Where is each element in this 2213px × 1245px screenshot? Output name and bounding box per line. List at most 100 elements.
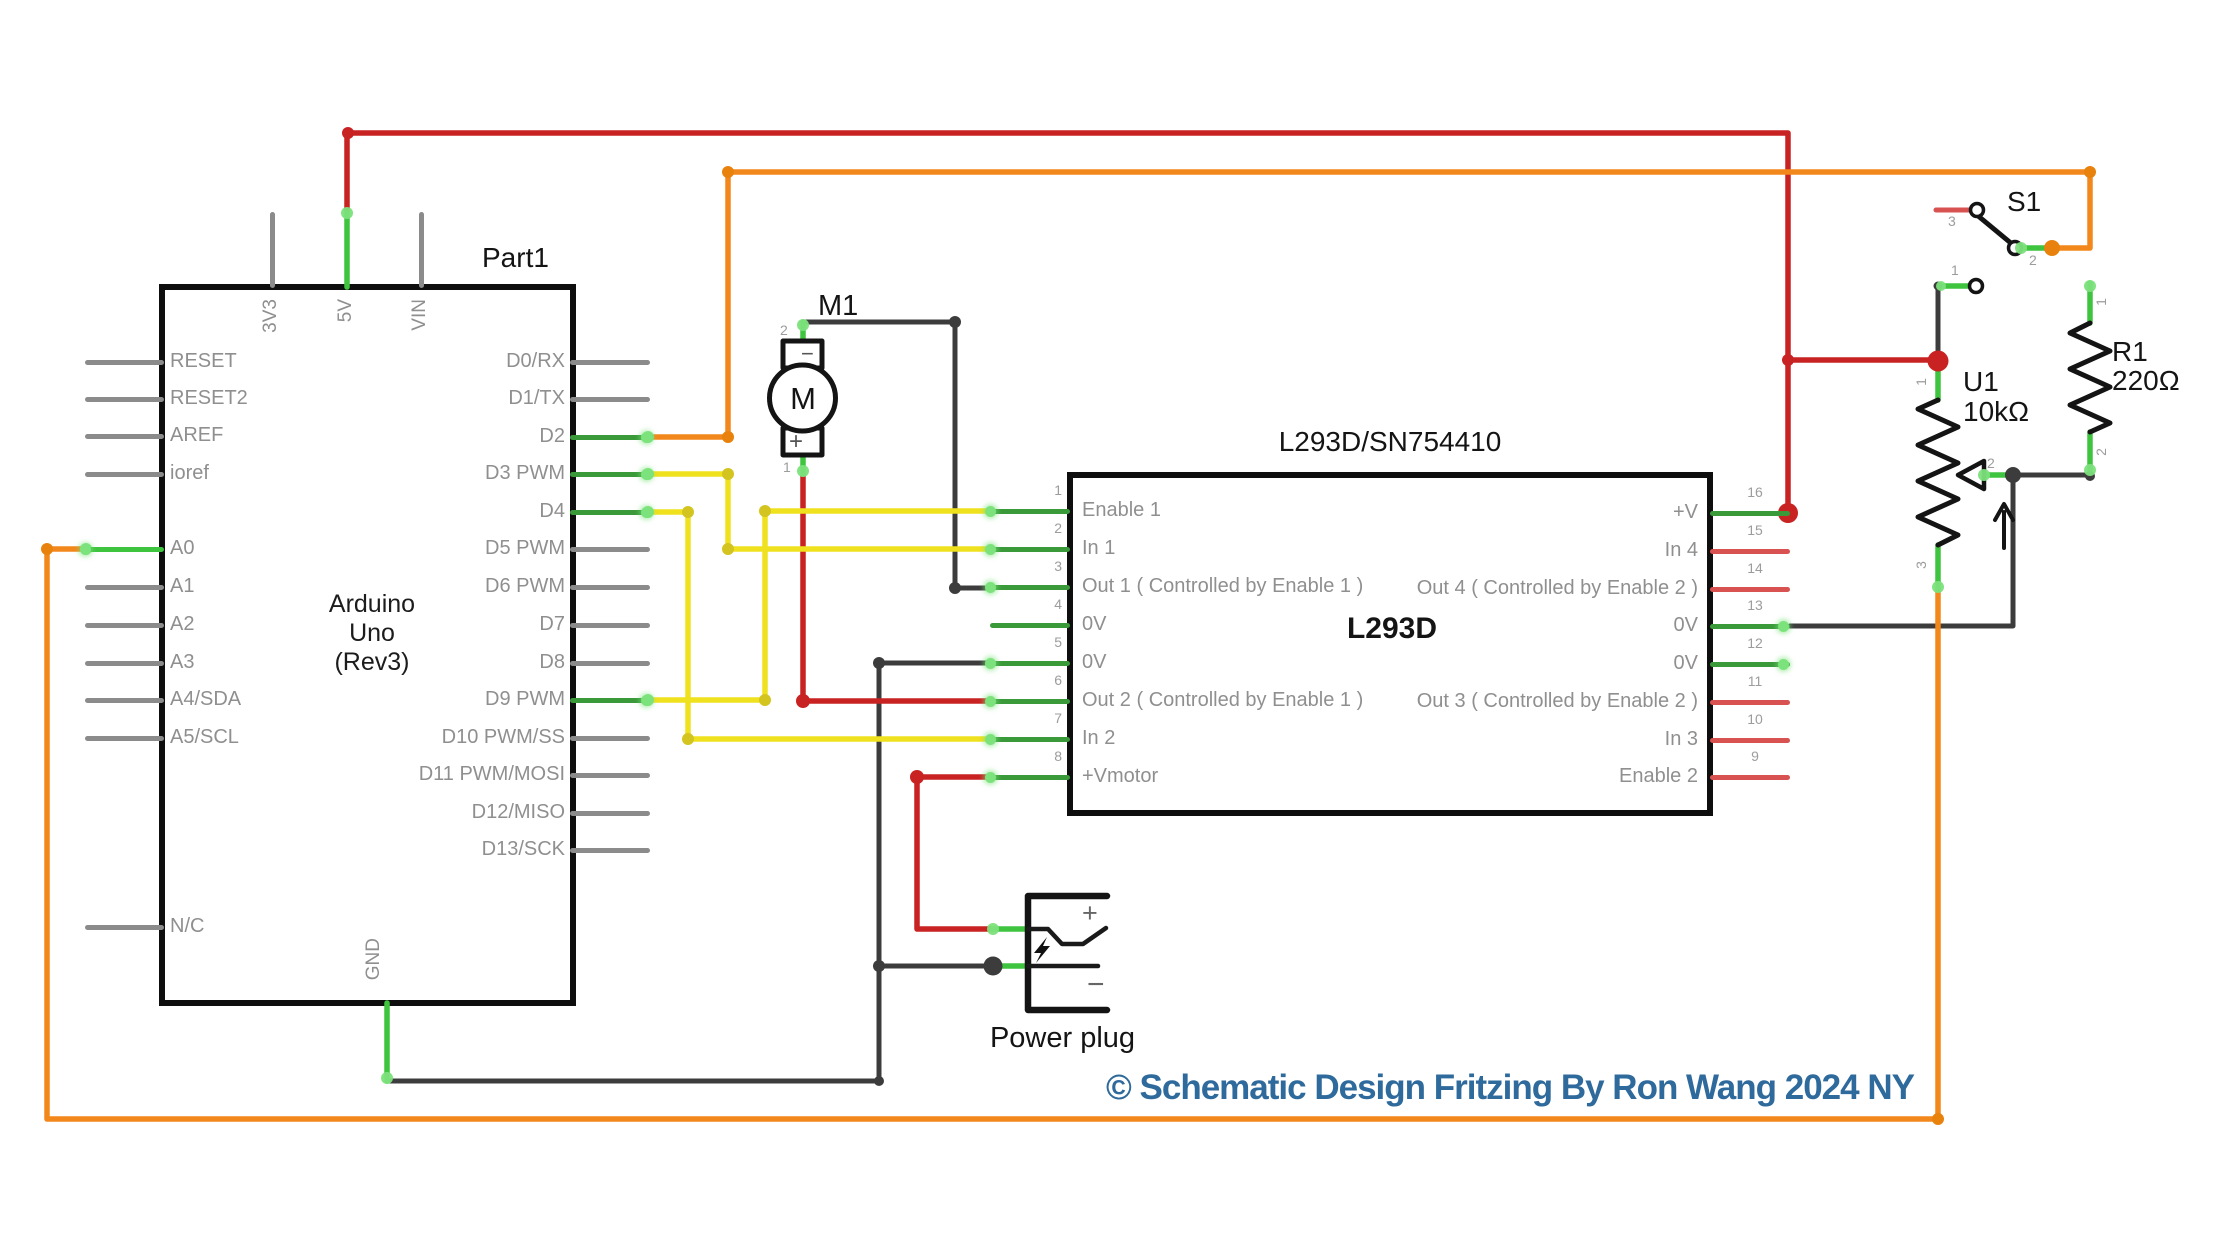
pin-stub-d1-tx[interactable] — [570, 397, 650, 402]
dot-pot-pin1 — [1927, 350, 1949, 372]
pin-stub-d13-sck[interactable] — [570, 848, 650, 853]
wire-0v-to-gnd[interactable] — [384, 660, 993, 1084]
chip-pin-stub-6[interactable] — [990, 699, 1070, 704]
chip-pin-stub-11[interactable] — [1710, 700, 1790, 705]
chip-pin-glow-8 — [985, 772, 996, 783]
pin-stub-d0-rx[interactable] — [570, 360, 650, 365]
switch-pin2-number: 2 — [2029, 252, 2037, 268]
pin-stub-a5-scl[interactable] — [85, 736, 164, 741]
chip-pin-stub-13[interactable] — [1710, 624, 1790, 629]
wire-d9-to-enable1[interactable] — [646, 508, 993, 703]
wire-vmotor-to-plug[interactable] — [914, 774, 995, 932]
lightning-icon — [1034, 937, 1050, 963]
wire-5v-bus[interactable] — [344, 130, 1791, 516]
pin-stub-n-c[interactable] — [85, 925, 164, 930]
plug-minus-sign: − — [1087, 968, 1105, 1001]
resistor-pin2-number: 2 — [2092, 448, 2109, 456]
pin-stub-a1[interactable] — [85, 585, 164, 590]
dot-plug-minus — [983, 956, 1003, 976]
pin-stub-a3[interactable] — [85, 661, 164, 666]
pin-stub-d2[interactable] — [570, 435, 650, 440]
chip-pin-glow-12 — [1778, 659, 1789, 670]
dot-yellow-6 — [759, 505, 771, 517]
l293d-box[interactable] — [1067, 472, 1713, 816]
pin-stub-d12-miso[interactable] — [570, 811, 650, 816]
pin-stub-vin[interactable] — [419, 212, 424, 288]
pin-stub-d10-pwm-ss[interactable] — [570, 736, 650, 741]
chip-pin-stub-3[interactable] — [990, 585, 1070, 590]
chip-pin-number-6: 6 — [1054, 672, 1062, 688]
glow-s1-2 — [2015, 242, 2027, 254]
pin-stub-d11-pwm-mosi[interactable] — [570, 773, 650, 778]
resistor-zigzag[interactable] — [2067, 320, 2113, 435]
chip-pin-label-13: 0V — [1673, 614, 1698, 636]
pin-stub-a2[interactable] — [85, 623, 164, 628]
chip-pin-stub-14[interactable] — [1710, 587, 1790, 592]
power-plug-symbol[interactable] — [1024, 892, 1111, 1014]
wire-d4-to-in2[interactable] — [646, 509, 993, 742]
dot-orange-top — [722, 166, 734, 178]
dot-a0-corner — [41, 543, 53, 555]
pin-label-d1-tx: D1/TX — [508, 387, 565, 409]
chip-pin-stub-8[interactable] — [990, 775, 1070, 780]
chip-pin-stub-9[interactable] — [1710, 775, 1790, 780]
pin-label-d9-pwm: D9 PWM — [485, 688, 565, 710]
copyright-text: © Schematic Design Fritzing By Ron Wang … — [1106, 1068, 1915, 1107]
chip-pin-stub-12[interactable] — [1710, 662, 1790, 667]
pin-stub-a0[interactable] — [85, 547, 164, 552]
chip-pin-glow-5 — [985, 658, 996, 669]
motor-symbol[interactable] — [767, 338, 838, 458]
chip-pin-stub-10[interactable] — [1710, 738, 1790, 743]
pin-stub-reset2[interactable] — [85, 397, 164, 402]
chip-pin-label-2: In 1 — [1082, 537, 1116, 559]
pin-stub-aref[interactable] — [85, 434, 164, 439]
chip-pin-stub-5[interactable] — [990, 661, 1070, 666]
pin-stub-d5-pwm[interactable] — [570, 547, 650, 552]
arduino-name-line2: Uno — [349, 619, 395, 647]
pin-stub-d9-pwm[interactable] — [570, 698, 650, 703]
motor-plus-sign: + — [789, 428, 804, 455]
chip-pin-number-8: 8 — [1054, 748, 1062, 764]
pin-stub-d7[interactable] — [570, 623, 650, 628]
pin-stub-ioref[interactable] — [85, 472, 164, 477]
chip-pin-stub-16[interactable] — [1710, 511, 1790, 516]
pin-label-gnd: GND — [363, 938, 384, 981]
pin-stub-3v3[interactable] — [270, 212, 275, 288]
pin-stub-a4-sda[interactable] — [85, 698, 164, 703]
chip-pin-stub-7[interactable] — [990, 737, 1070, 742]
dot-yellow-5 — [759, 694, 771, 706]
pin-label-a1: A1 — [170, 575, 195, 597]
chip-pin-label-15: In 4 — [1664, 539, 1698, 561]
glow-pot-3 — [1932, 581, 1944, 593]
chip-pin-number-9: 9 — [1751, 748, 1759, 764]
wire-0v-to-pot-wiper[interactable] — [1787, 472, 2089, 629]
motor-pin2-number: 2 — [780, 322, 788, 338]
pin-label-a3: A3 — [170, 651, 195, 673]
wire-d2-to-s1[interactable] — [647, 169, 2093, 440]
pin-stub-d4[interactable] — [570, 510, 650, 515]
pin-stub-d6-pwm[interactable] — [570, 585, 650, 590]
arduino-uno-box[interactable] — [159, 284, 576, 1006]
wire-d3-to-in1[interactable] — [646, 471, 993, 552]
glow-r1-top — [2084, 280, 2096, 292]
plug-plus-sign: + — [1082, 898, 1098, 928]
pin-glow-a0 — [80, 544, 91, 555]
chip-pin-number-5: 5 — [1054, 634, 1062, 650]
chip-pin-stub-15[interactable] — [1710, 549, 1790, 554]
chip-pin-number-4: 4 — [1054, 596, 1062, 612]
pin-stub-d8[interactable] — [570, 661, 650, 666]
pin-stub-d3-pwm[interactable] — [570, 472, 650, 477]
wire-a0-to-pot[interactable] — [44, 546, 1941, 1122]
chip-pin-stub-1[interactable] — [990, 509, 1070, 514]
pin-label-d10-pwm-ss: D10 PWM/SS — [441, 726, 565, 748]
wire-m1-to-out1[interactable] — [800, 319, 993, 591]
chip-pin-stub-4[interactable] — [990, 623, 1070, 628]
motor-circle — [767, 362, 838, 434]
resistor-pin1-number: 1 — [2092, 298, 2109, 306]
chip-pin-stub-2[interactable] — [990, 547, 1070, 552]
chip-pin-label-1: Enable 1 — [1082, 499, 1161, 521]
pin-stub-reset[interactable] — [85, 360, 164, 365]
glow-gnd — [381, 1072, 393, 1084]
dot-red-branch — [1782, 354, 1794, 366]
dot-m1-red-bend — [796, 694, 810, 708]
